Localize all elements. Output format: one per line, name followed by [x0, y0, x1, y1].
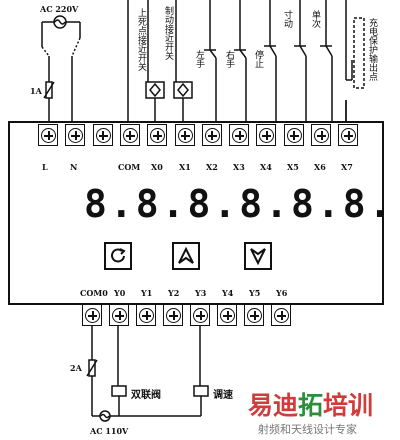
top-terminal-x5[interactable] [283, 124, 304, 146]
top-terminal-x4[interactable] [256, 124, 277, 146]
bottom-terminal-y3[interactable] [190, 304, 210, 326]
screw-icon [41, 128, 56, 143]
right-hand-label: 右手 [226, 51, 236, 70]
terminal-label-y1: Y1 [141, 288, 153, 298]
screw-icon [274, 308, 289, 323]
adjust-coil-symbol [193, 385, 209, 397]
bottom-terminal-y0[interactable] [109, 304, 129, 326]
top-terminal-l[interactable] [38, 124, 58, 146]
protect-output-label: 充电保护输出点 [369, 19, 379, 83]
ac-110v-label: AC 110V [90, 426, 129, 436]
rotate-icon [111, 248, 126, 263]
bottom-terminal-com0[interactable] [82, 304, 102, 326]
fuse-2a-label: 2A [70, 363, 82, 373]
screw-icon [193, 308, 208, 323]
top-terminal-com[interactable] [119, 124, 140, 146]
top-terminal-x0[interactable] [147, 124, 168, 146]
screw-icon [232, 128, 248, 143]
terminal-label-x2: X2 [206, 162, 218, 172]
watermark-tagline: 射频和天线设计专家 [258, 423, 357, 436]
fuse-1a-label: 1A [30, 86, 42, 96]
watermark-brand-part-3: 培训 [323, 391, 374, 420]
controller-panel [8, 121, 384, 305]
double-valve-coil-symbol [111, 385, 127, 397]
stop-label: 停止 [255, 51, 265, 70]
screw-icon [220, 308, 235, 323]
top-terminal-blank[interactable] [92, 124, 113, 146]
bottom-terminal-y5[interactable] [244, 304, 264, 326]
terminal-label-x1: X1 [179, 162, 191, 172]
top-terminal-x7[interactable] [338, 124, 359, 146]
screw-icon [112, 308, 127, 323]
brake-switch-label: 制动接近开关 [165, 7, 175, 62]
screw-icon [150, 128, 166, 143]
terminal-label-y2: Y2 [168, 288, 180, 298]
terminal-label-l: L [42, 162, 48, 172]
screw-icon [122, 128, 138, 143]
terminal-label-x0: X0 [151, 162, 163, 172]
bottom-terminal-y1[interactable] [136, 304, 156, 326]
screw-icon [314, 128, 329, 143]
terminal-label-x7: X7 [341, 162, 353, 172]
watermark-brand-part-1: 易迪 [248, 391, 299, 420]
terminal-label-y5: Y5 [249, 288, 261, 298]
terminal-label-y6: Y6 [276, 288, 288, 298]
ac-220v-label: AC 220V [40, 4, 79, 14]
terminal-label-com0: COM0 [80, 288, 108, 298]
inching-label: 寸动 [284, 11, 294, 30]
up-key[interactable] [172, 242, 200, 270]
watermark-brand: 易迪拓培训 [248, 386, 373, 422]
terminal-label-y3: Y3 [195, 288, 207, 298]
adjust-label: 调速 [213, 390, 233, 401]
screw-icon [85, 308, 100, 323]
single-label: 单次 [312, 11, 322, 30]
down-key[interactable] [244, 242, 272, 270]
screw-icon [286, 128, 302, 143]
screw-icon [177, 128, 193, 143]
bottom-terminal-y2[interactable] [163, 304, 183, 326]
screw-icon [204, 128, 220, 143]
upper-dead-switch-label: 上死点接近开关 [138, 9, 148, 73]
terminal-label-y4: Y4 [222, 288, 234, 298]
terminal-label-x4: X4 [260, 162, 272, 172]
top-terminal-x1[interactable] [174, 124, 195, 146]
top-terminal-x3[interactable] [229, 124, 250, 146]
watermark-brand-part-2: 拓 [298, 391, 324, 420]
double-valve-label: 双联阀 [131, 390, 161, 401]
screw-icon [95, 128, 111, 143]
top-terminal-x6[interactable] [311, 124, 331, 146]
terminal-label-x3: X3 [233, 162, 245, 172]
screw-icon [341, 128, 357, 143]
seven-segment-display: 8.8.8.8.8.8. [84, 182, 395, 226]
screw-icon [247, 308, 262, 323]
terminal-label-com: COM [118, 162, 141, 172]
terminal-label-y0: Y0 [114, 288, 126, 298]
screw-icon [166, 308, 181, 323]
bottom-terminal-y4[interactable] [217, 304, 237, 326]
bottom-terminal-y6[interactable] [271, 304, 291, 326]
screw-icon [139, 308, 154, 323]
terminal-label-n: N [70, 162, 78, 172]
left-hand-label: 左手 [196, 51, 206, 70]
down-arrow-icon [250, 248, 266, 265]
cycle-key[interactable] [104, 242, 132, 270]
up-arrow-icon [178, 247, 194, 264]
terminal-label-x5: X5 [287, 162, 299, 172]
terminal-label-x6: X6 [314, 162, 326, 172]
top-terminal-x2[interactable] [201, 124, 222, 146]
screw-icon [68, 128, 84, 143]
screw-icon [259, 128, 275, 143]
top-terminal-n[interactable] [65, 124, 86, 146]
